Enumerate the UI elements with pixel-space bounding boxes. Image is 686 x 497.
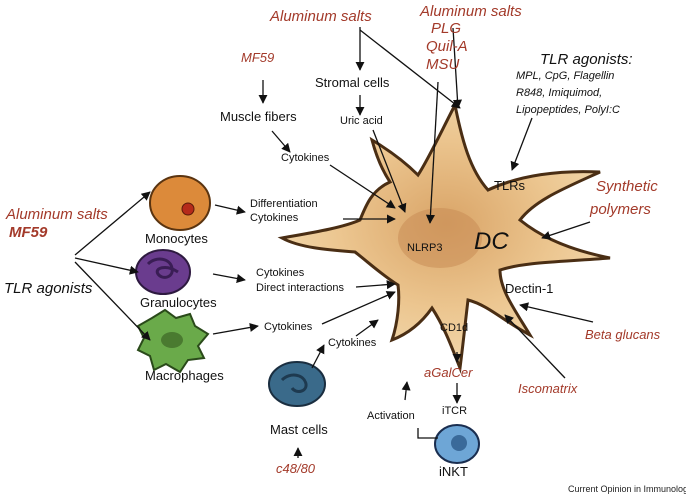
arrows <box>74 27 594 458</box>
label-muscle-fibers: Muscle fibers <box>220 109 297 124</box>
adjuvant-tlr-agonists-left: TLR agonists <box>4 280 93 297</box>
adjuvant-synthetic-line1: Synthetic <box>596 178 658 195</box>
label-monocytes: Monocytes <box>145 231 208 246</box>
mast-cell <box>268 361 326 407</box>
label-uric-acid: Uric acid <box>340 115 383 127</box>
adjuvant-aluminum-salts-top-right: Aluminum salts <box>420 3 522 20</box>
label-activation: Activation <box>367 410 415 422</box>
adjuvant-msu: MSU <box>426 56 460 73</box>
tlr-agonists-line3: Lipopeptides, PolyI:C <box>516 104 620 116</box>
label-cytokines-granulocytes: Cytokines <box>256 267 305 279</box>
adjuvant-c48-80: c48/80 <box>276 461 316 476</box>
activation-arrow-path <box>417 428 438 439</box>
tlr-agonists-line2: R848, Imiquimod, <box>516 87 603 99</box>
monocyte-cell <box>149 175 211 231</box>
label-nlrp3: NLRP3 <box>407 242 443 254</box>
label-dectin-1: Dectin-1 <box>505 281 554 296</box>
label-direct-interactions: Direct interactions <box>256 282 345 294</box>
tlr-agonists-title: TLR agonists: <box>540 51 633 68</box>
label-granulocytes: Granulocytes <box>140 295 217 310</box>
inkt-cell <box>434 424 480 464</box>
adjuvant-aluminum-salts-top-left: Aluminum salts <box>270 8 372 25</box>
tlr-agonists-line1: MPL, CpG, Flagellin <box>516 70 615 82</box>
label-cytokines-mast: Cytokines <box>328 337 377 349</box>
label-cytokines-monocytes: Cytokines <box>250 212 299 224</box>
adjuvant-quil-a: Quil-A <box>426 38 468 55</box>
label-cytokines-muscle: Cytokines <box>281 152 330 164</box>
macrophage-nucleus <box>161 332 183 348</box>
label-cd1d: CD1d <box>440 322 469 334</box>
adjuvant-plg: PLG <box>431 20 462 37</box>
label-inkt: iNKT <box>439 464 468 479</box>
label-mast-cells: Mast cells <box>270 422 328 437</box>
adjuvant-mf59-top: MF59 <box>241 50 275 65</box>
granulocyte-cell <box>135 249 191 295</box>
label-cytokines-macrophages: Cytokines <box>264 321 313 333</box>
adjuvant-iscomatrix: Iscomatrix <box>518 381 578 396</box>
credit-line: Current Opinion in Immunology <box>568 484 686 494</box>
adjuvant-agalcer: aGalCer <box>424 365 473 380</box>
dendritic-cell-nucleus <box>398 208 482 268</box>
label-stromal-cells: Stromal cells <box>315 75 390 90</box>
label-macrophages: Macrophages <box>145 368 224 383</box>
adjuvant-aluminum-salts-left: Aluminum salts <box>6 206 108 223</box>
adjuvant-beta-glucans: Beta glucans <box>585 327 661 342</box>
label-tlrs: TLRs <box>494 178 526 193</box>
label-dc: DC <box>474 228 509 255</box>
adjuvant-mf59-left: MF59 <box>9 224 48 241</box>
adjuvant-synthetic-line2: polymers <box>590 201 651 218</box>
label-itcr: iTCR <box>442 405 468 417</box>
label-differentiation: Differentiation <box>250 198 318 210</box>
